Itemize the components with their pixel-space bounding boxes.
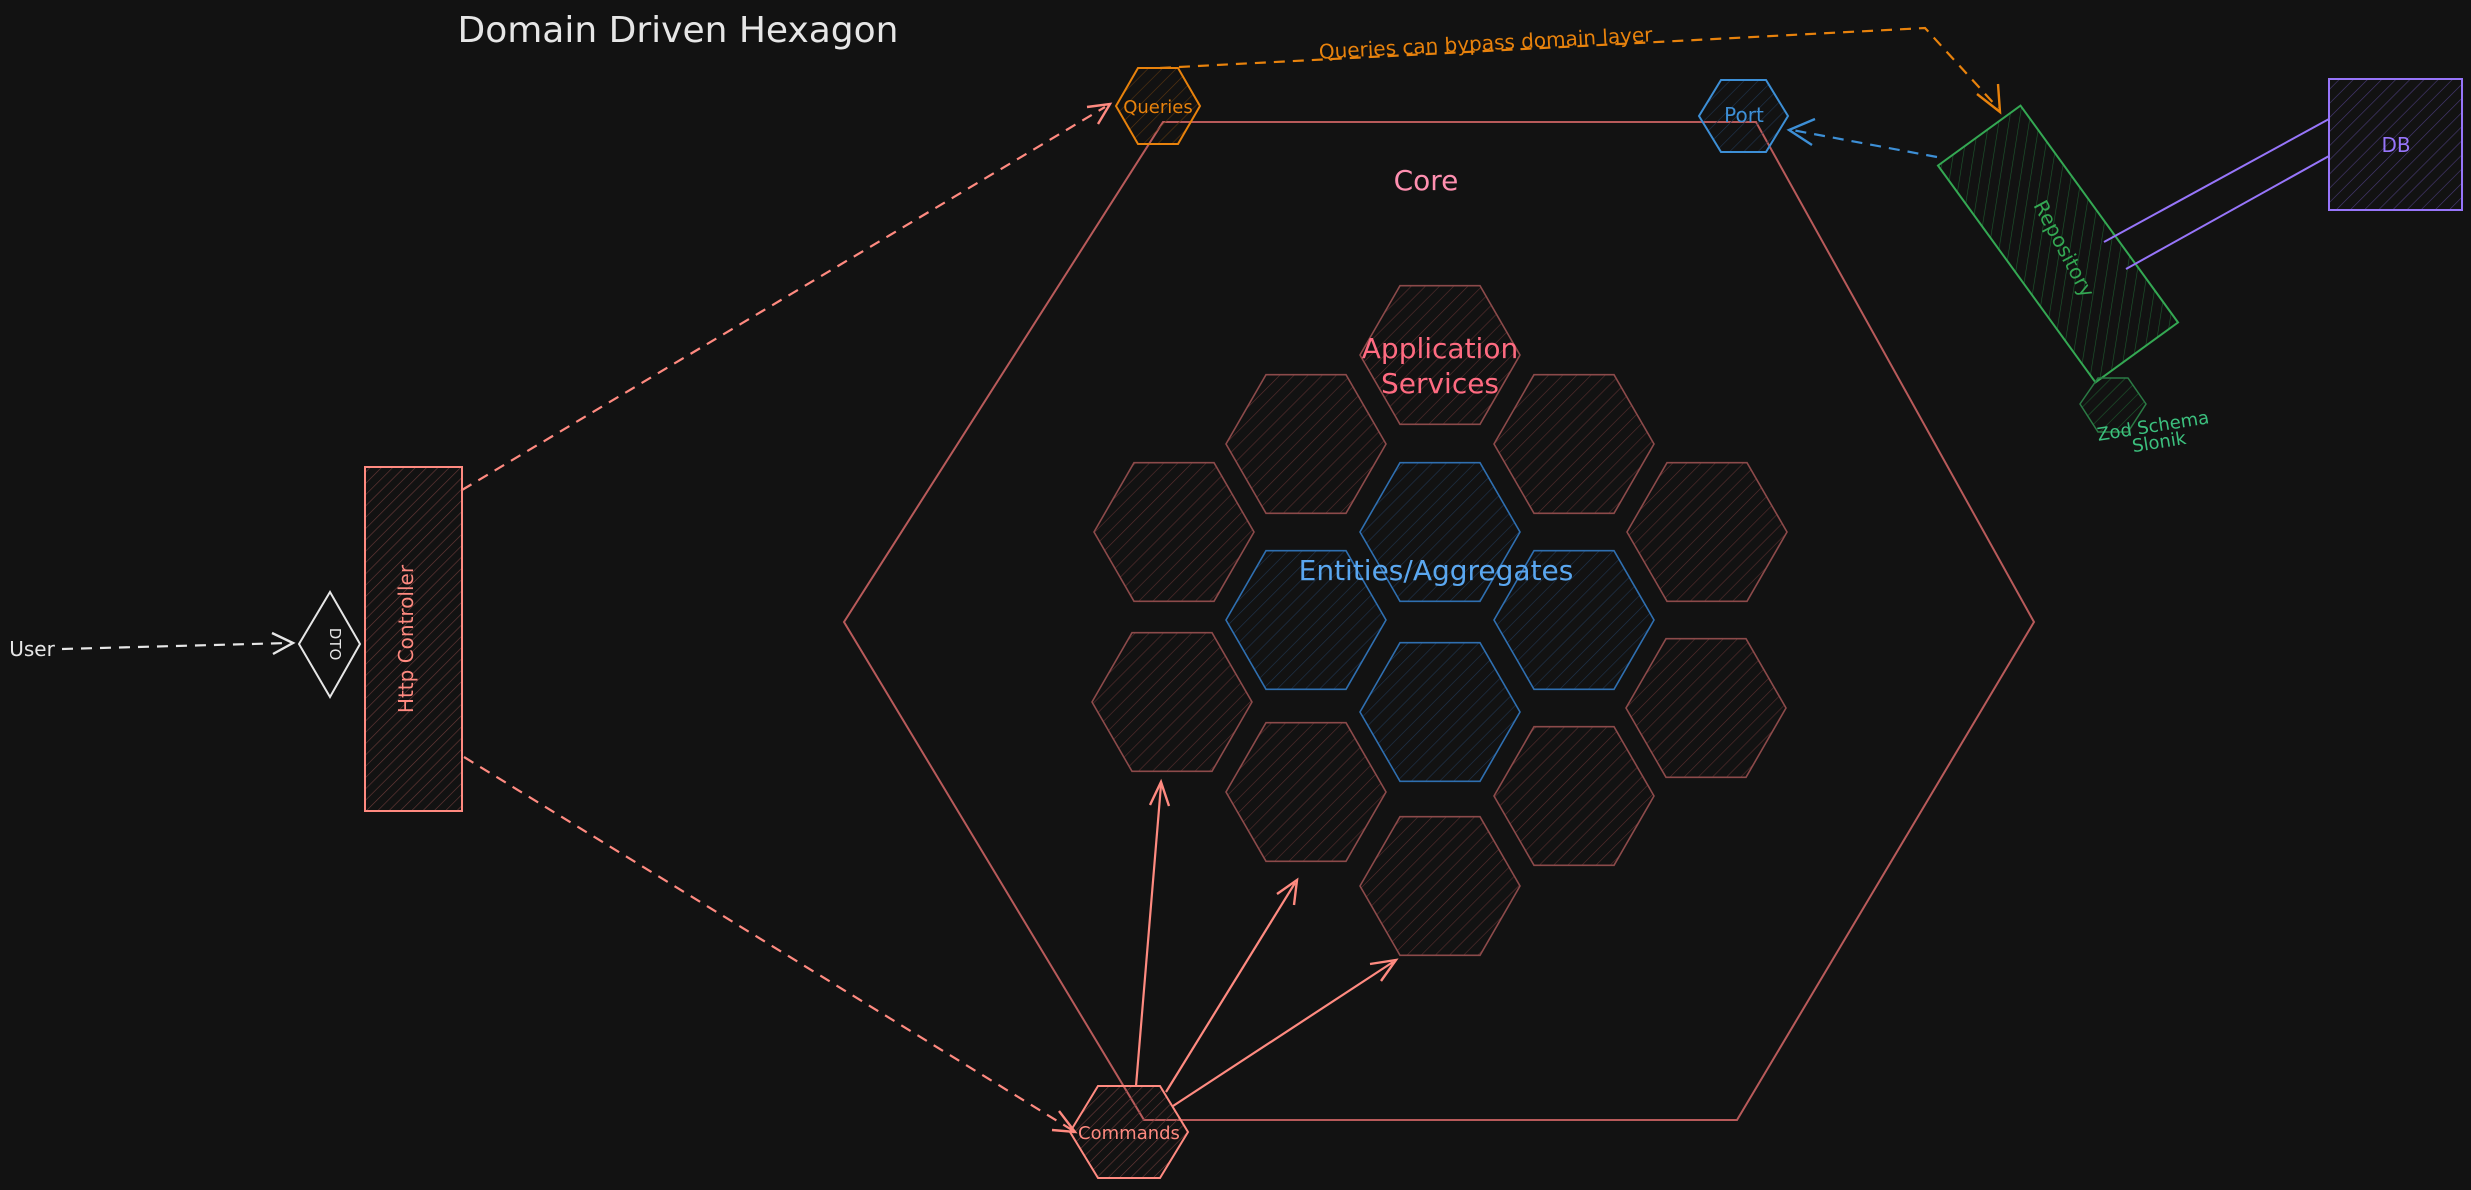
repository-db-line-2 [2125,155,2330,270]
commands-to-service-arrow-3-head [1369,958,1399,982]
dto-node [297,590,362,700]
service-hexagon [1225,373,1387,515]
core-hexagon [842,121,2036,1121]
commands-to-service-arrow-1 [1134,784,1163,1087]
service-hexagon [1626,461,1788,603]
user-to-dto-arrow-head [271,631,296,656]
entity-hexagon [1493,549,1655,691]
commands-to-service-arrow-1-head [1148,778,1171,807]
service-hexagon [1493,725,1655,867]
bypass-note: Queries can bypass domain layer [1318,22,1654,63]
service-hexagon [1359,815,1521,957]
entity-hexagon [1225,549,1387,691]
entity-hexagon [1359,461,1521,603]
controller-to-commands-arrow-head [1051,1110,1078,1134]
repository-to-port-arrow-head [1786,117,1816,147]
db-label: DB [2381,133,2410,157]
commands-to-service-arrow-2 [1165,882,1296,1093]
http-controller-label: Http Controller [394,564,418,713]
application-services-label-line2: Services [1381,367,1499,400]
port-label: Port [1724,103,1764,127]
bypass-arrow [1159,26,1999,109]
commands-label: Commands [1078,1123,1180,1144]
application-services-hexagon [1359,284,1521,426]
commands-to-service-arrow-2-head [1276,877,1299,906]
db-node [2328,78,2463,211]
commands-node: Commands [1068,1085,1190,1179]
commands-to-service-arrow-3 [1172,961,1394,1107]
controller-to-queries-arrow-head [1086,102,1113,125]
service-hexagon [1225,721,1387,863]
application-services-label-line1: Application [1362,332,1518,365]
repository-db-line-1 [2103,118,2330,243]
repository-node [1936,104,2180,384]
queries-node: Queries [1114,67,1202,145]
controller-to-commands-arrow [463,756,1073,1131]
dto-label: DTO [326,628,344,661]
core-label: Core [1394,164,1459,197]
service-hexagon [1091,631,1253,773]
honeycomb [1091,284,1788,957]
user-label: User [9,637,55,661]
http-controller-node [364,466,463,812]
service-hexagon [1493,373,1655,515]
zod-schema-node [2079,377,2147,433]
service-hexagon [1093,461,1255,603]
service-hexagon [1625,637,1787,779]
diagram-title: Domain Driven Hexagon [457,10,898,51]
port-node: Port [1697,79,1790,153]
user-to-dto-arrow [61,641,291,651]
queries-label: Queries [1123,97,1193,118]
controller-to-queries-arrow [461,106,1106,491]
entities-aggregates-label: Entities/Aggregates [1299,554,1574,587]
entity-hexagon [1359,641,1521,783]
repository-to-port-arrow [1791,128,1938,159]
bypass-arrow-head [1976,83,2002,115]
